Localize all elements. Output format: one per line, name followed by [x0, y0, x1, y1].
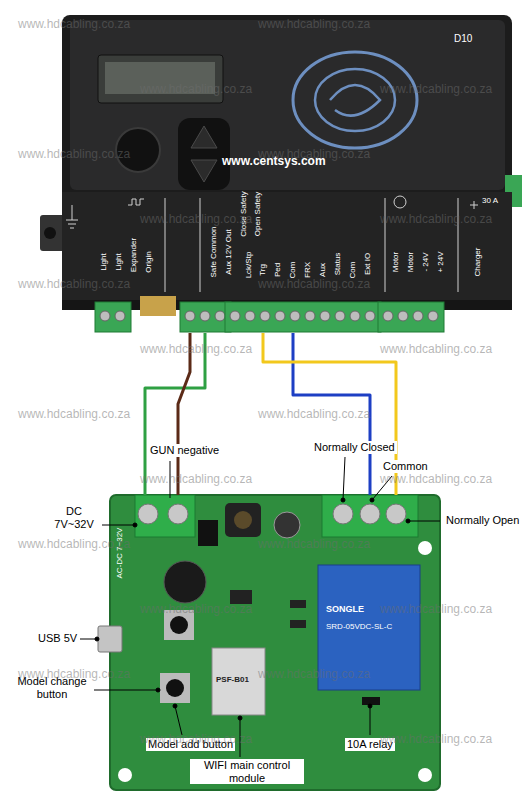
watermark: www.hdcabling.co.za: [380, 733, 492, 747]
terminal-label: Ped: [273, 263, 282, 277]
watermark: www.hdcabling.co.za: [258, 148, 370, 162]
watermark: www.hdcabling.co.za: [380, 213, 492, 227]
terminal-label: Light: [114, 253, 123, 270]
wire: [145, 333, 205, 495]
callout-label: Normally Open: [444, 514, 521, 527]
watermark: www.hdcabling.co.za: [380, 603, 492, 617]
callout-label: USB 5V: [36, 632, 79, 645]
terminal-label: Com: [348, 262, 357, 279]
board-marking: AC-DC 7~32V: [116, 528, 125, 579]
watermark: www.hdcabling.co.za: [140, 343, 252, 357]
terminal-label: Aux: [318, 263, 327, 277]
terminal-label: Safe Common: [209, 226, 218, 277]
watermark: www.hdcabling.co.za: [258, 18, 370, 32]
watermark: www.hdcabling.co.za: [258, 408, 370, 422]
terminal-label: Motor: [391, 252, 400, 272]
watermark: www.hdcabling.co.za: [18, 408, 130, 422]
watermark: www.hdcabling.co.za: [380, 473, 492, 487]
terminal-label: FRX: [303, 262, 312, 278]
watermark: www.hdcabling.co.za: [140, 603, 252, 617]
watermark: www.hdcabling.co.za: [258, 668, 370, 682]
wifi-module: PSF-B01: [212, 648, 265, 715]
watermark: www.hdcabling.co.za: [380, 83, 492, 97]
relay-brand: SONGLE: [326, 605, 364, 615]
terminal-label: Lck/Stp: [244, 252, 253, 279]
watermark: www.hdcabling.co.za: [140, 83, 252, 97]
watermark: www.hdcabling.co.za: [18, 18, 130, 32]
fuse-rating: 30 A: [482, 196, 498, 205]
terminal-label: - 24V: [421, 252, 430, 271]
model-name: D10: [454, 33, 472, 44]
terminal-label: Charger: [473, 248, 482, 277]
callout-label: WIFI main control module: [190, 759, 304, 784]
terminal-label: Open Safety: [253, 192, 262, 236]
watermark: www.hdcabling.co.za: [258, 278, 370, 292]
callout-label: Normally Closed: [312, 441, 397, 454]
callout-label: Common: [381, 460, 430, 473]
terminal-label: Light: [99, 253, 108, 270]
watermark: www.hdcabling.co.za: [380, 343, 492, 357]
terminal-label: Motor: [406, 252, 415, 272]
module-marking: PSF-B01: [216, 676, 249, 685]
watermark: www.hdcabling.co.za: [140, 473, 252, 487]
terminal-label: Com: [288, 262, 297, 279]
callout-label: GUN negative: [148, 444, 221, 457]
terminal-label: + 24V: [436, 251, 445, 272]
callout-label: DC 7V~32V: [46, 505, 102, 530]
wire: [178, 333, 190, 495]
watermark: www.hdcabling.co.za: [140, 733, 252, 747]
relay-model: SRD-05VDC-SL-C: [326, 623, 392, 632]
watermark: www.hdcabling.co.za: [18, 148, 130, 162]
watermark: www.hdcabling.co.za: [258, 538, 370, 552]
watermark: www.hdcabling.co.za: [18, 668, 130, 682]
watermark: www.hdcabling.co.za: [18, 538, 130, 552]
terminal-label: Origin: [144, 251, 153, 272]
watermark: www.hdcabling.co.za: [18, 278, 130, 292]
terminal-label: Ext IO: [363, 253, 372, 275]
terminal-label: Trg: [258, 264, 267, 276]
terminal-label: Expander: [129, 238, 138, 272]
terminal-label: Aux 12V Out: [224, 229, 233, 274]
watermark: www.hdcabling.co.za: [140, 213, 252, 227]
terminal-label: Status: [333, 253, 342, 276]
